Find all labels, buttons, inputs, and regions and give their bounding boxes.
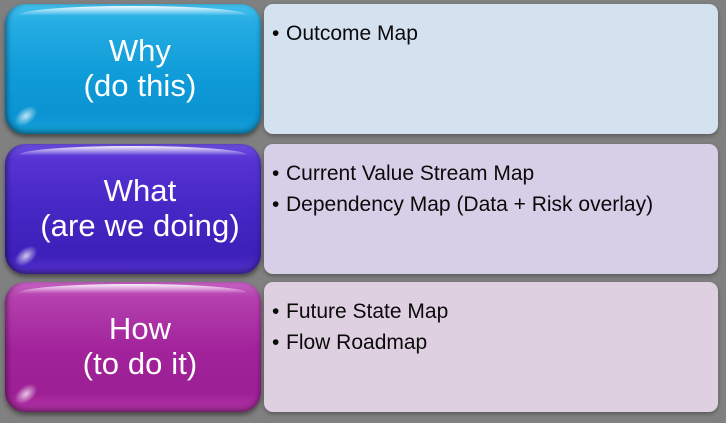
what-item-1: Current Value Stream Map: [286, 162, 535, 185]
bullet-icon: •: [272, 162, 280, 185]
bullet-icon: •: [272, 331, 280, 354]
what-item-2: Dependency Map (Data + Risk overlay): [286, 193, 654, 216]
list-item: • Flow Roadmap: [272, 327, 706, 358]
list-item: • Outcome Map: [272, 18, 706, 49]
how-pill-label: How (to do it): [82, 311, 198, 381]
why-content-panel: • Outcome Map: [264, 4, 718, 134]
list-item: • Current Value Stream Map: [272, 158, 706, 189]
what-pill-label: What (are we doing): [40, 173, 240, 243]
how-item-2: Flow Roadmap: [286, 331, 428, 354]
bullet-icon: •: [272, 22, 280, 45]
diagram-row-why: Why (do this) • Outcome Map: [0, 4, 726, 134]
why-item-1: Outcome Map: [286, 22, 418, 45]
bullet-icon: •: [272, 193, 280, 216]
why-pill-label: Why (do this): [83, 33, 197, 103]
what-pill[interactable]: What (are we doing): [5, 144, 261, 274]
diagram-row-what: What (are we doing) • Current Value Stre…: [0, 144, 726, 274]
how-content-panel: • Future State Map • Flow Roadmap: [264, 282, 718, 412]
what-content-panel: • Current Value Stream Map • Dependency …: [264, 144, 718, 274]
list-item: • Dependency Map (Data + Risk overlay): [272, 189, 706, 220]
bullet-icon: •: [272, 300, 280, 323]
why-pill[interactable]: Why (do this): [5, 4, 261, 134]
how-bullet-list: • Future State Map • Flow Roadmap: [272, 296, 706, 358]
why-bullet-list: • Outcome Map: [272, 18, 706, 49]
list-item: • Future State Map: [272, 296, 706, 327]
diagram-row-how: How (to do it) • Future State Map • Flow…: [0, 282, 726, 412]
what-bullet-list: • Current Value Stream Map • Dependency …: [272, 158, 706, 220]
how-pill[interactable]: How (to do it): [5, 282, 261, 412]
how-item-1: Future State Map: [286, 300, 449, 323]
